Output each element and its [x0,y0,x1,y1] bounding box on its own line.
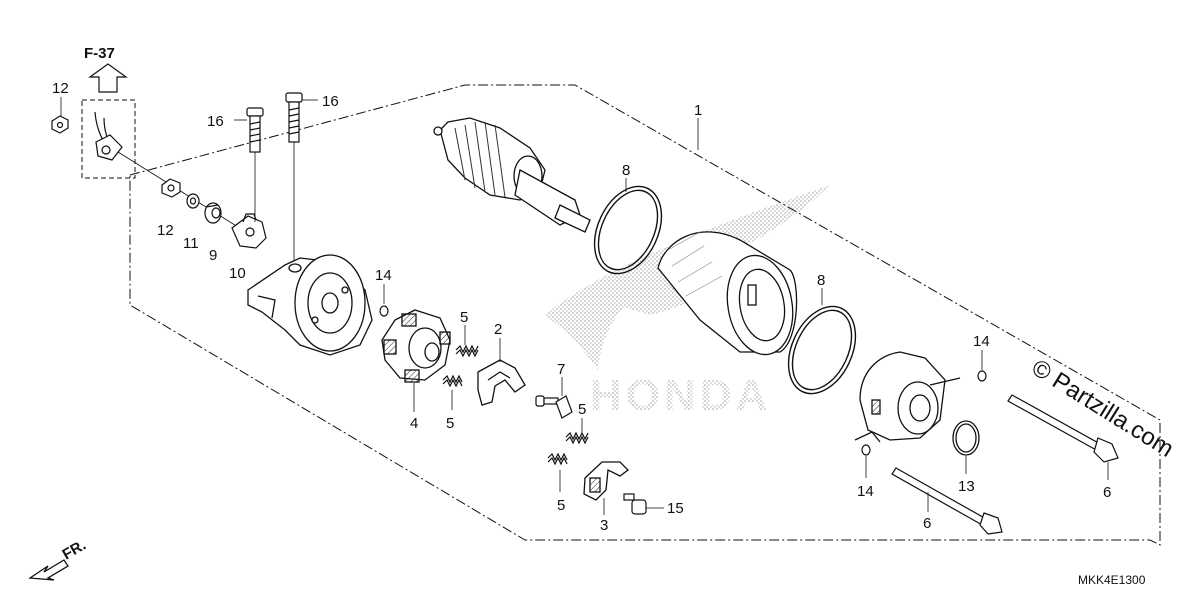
nut-12 [161,178,181,198]
through-bolt-6-right [1007,394,1119,463]
callout-3: 3 [600,517,608,534]
callout-10: 10 [229,265,246,282]
callout-6-b: 6 [923,515,931,532]
callout-7: 7 [557,361,565,378]
reference-label: F-37 [84,45,115,62]
brush-plate-2 [477,359,526,406]
washer-14-right [977,370,987,382]
callout-14-a: 14 [375,267,392,284]
bolt-16-b [285,92,303,143]
callout-13: 13 [958,478,975,495]
washer-11 [186,193,200,209]
callout-8-b: 8 [817,272,825,289]
callout-5-d: 5 [557,497,565,514]
callout-16-b: 16 [322,93,339,110]
callout-12-b: 12 [157,222,174,239]
nut-12-left [51,115,69,134]
assembly-outline [129,84,1161,546]
front-cover [854,351,961,443]
callout-1: 1 [694,102,702,119]
callout-5-c: 5 [578,401,586,418]
callout-5-b: 5 [446,415,454,432]
cable-terminal [94,111,123,161]
callout-5-a: 5 [460,309,468,326]
armature [433,117,591,233]
spring-5-b [442,374,463,388]
callout-6-a: 6 [1103,484,1111,501]
o-ring-8-upper [593,185,663,275]
diagram-code: MKK4E1300 [1078,573,1146,587]
front-arrow-icon [28,559,69,581]
o-ring-8-lower [787,305,857,395]
spring-5-d [547,452,568,466]
callout-16-a: 16 [207,113,224,130]
washer-14-left [379,305,389,317]
grommet-9 [204,202,222,224]
callout-9: 9 [209,247,217,264]
motor-case [657,231,798,356]
reference-arrow-icon [88,63,128,93]
callout-14-c: 14 [857,483,874,500]
callout-4: 4 [410,415,418,432]
spring-5-c [565,431,589,445]
callout-11: 11 [183,235,199,252]
washer-14-bottom [861,444,871,456]
spring-5-a [455,344,479,358]
brush-holder-4 [381,309,451,383]
reference-box [81,99,136,179]
through-bolt-6-bottom [891,467,1003,535]
bolt-15 [623,493,647,515]
terminal-block-10 [231,213,267,249]
callout-14-b: 14 [973,333,990,350]
o-ring-13 [952,420,980,456]
brush-plate-3 [583,461,629,501]
rear-cover [247,254,373,356]
callout-15: 15 [667,500,684,517]
bolt-16-a [246,107,264,153]
screw-7 [535,395,573,419]
callout-12-a: 12 [52,80,69,97]
callout-2: 2 [494,321,502,338]
callout-8-a: 8 [622,162,630,179]
honda-logo-text: HONDA [590,371,771,420]
